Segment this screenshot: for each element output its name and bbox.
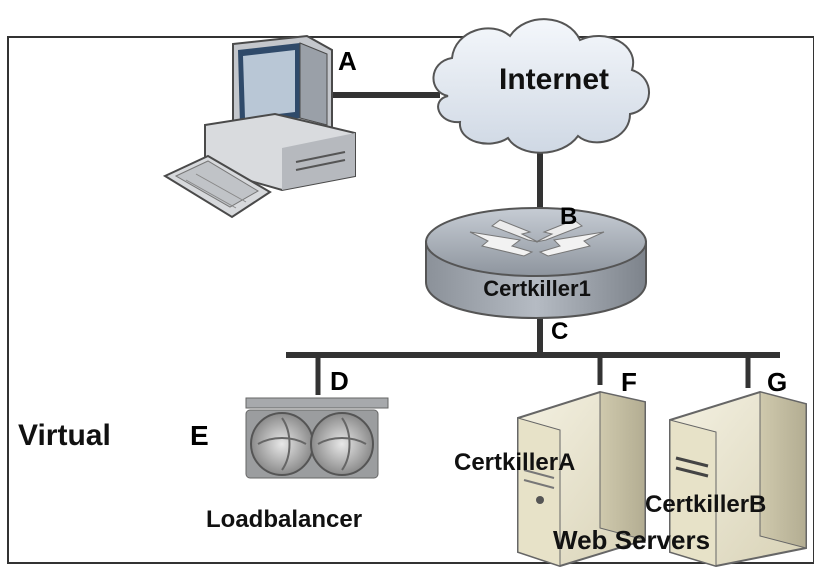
router-label: Certkiller1 [483,276,591,301]
point-g-label: G [767,367,787,397]
server-a-icon [517,390,646,567]
point-e-label: E [190,420,209,451]
diagram-frame [7,36,814,564]
point-d-label: D [330,366,349,396]
internet-cloud-icon [432,18,650,154]
point-b-label: B [560,203,577,230]
server-a-label: CertkillerA [454,449,575,476]
router-icon [425,207,647,320]
point-f-label: F [621,367,637,397]
internet-label: Internet [499,63,609,96]
server-b-label: CertkillerB [645,491,766,518]
loadbalancer-label: Loadbalancer [206,506,362,533]
point-a-label: A [338,46,357,76]
web-servers-label: Web Servers [553,525,710,555]
loadbalancer-icon [245,397,389,479]
computer-icon [162,34,356,219]
virtual-label: Virtual [18,419,111,452]
point-c-label: C [551,318,568,345]
server-b-icon [669,390,807,567]
